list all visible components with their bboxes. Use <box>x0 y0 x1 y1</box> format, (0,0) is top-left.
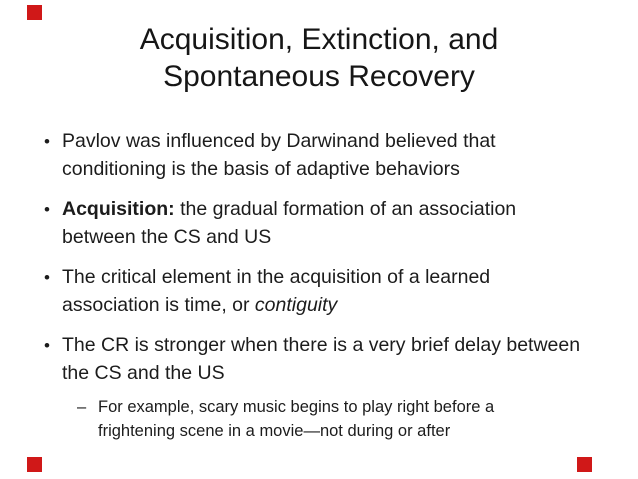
bullet-text: The CR is stronger when there is a very … <box>62 332 582 387</box>
bullet-text-segment: The CR is stronger when there is a very … <box>62 334 581 384</box>
bullet-text-segment: Pavlov was influenced by Darwinand belie… <box>62 130 496 180</box>
red-square-marker-bottom-left <box>27 457 42 472</box>
bullet-text-segment: the gradual formation of an association … <box>62 198 517 248</box>
slide-title: Acquisition, Extinction, and Spontaneous… <box>139 23 499 93</box>
bullet-text: The critical element in the acquisition … <box>62 264 582 319</box>
bullet-item: • The critical element in the acquisition… <box>44 264 592 319</box>
red-square-marker-top-left <box>27 5 42 20</box>
bullet-text-segment: For example, scary music begins to play … <box>98 398 495 440</box>
sub-bullet-item: –For example, scary music begins to play… <box>77 396 592 443</box>
bullet-list: • Pavlov was influenced by Darwinand beli… <box>44 128 592 443</box>
bullet-marker: • <box>44 132 50 151</box>
bullet-item: • Acquisition: the gradual formation of a… <box>44 196 592 251</box>
bullet-text-segment: contiguity <box>254 293 338 316</box>
bullet-marker: • <box>44 200 50 219</box>
bullet-text: Acquisition: the gradual formation of an… <box>62 196 582 251</box>
bullet-item: • The CR is stronger when there is a very… <box>44 332 592 387</box>
bullet-text: For example, scary music begins to play … <box>98 396 566 443</box>
bullet-item: • Pavlov was influenced by Darwinand beli… <box>44 128 592 183</box>
bullet-marker: • <box>44 268 50 287</box>
bullet-text-segment: Acquisition: <box>62 198 175 220</box>
bullet-text: Pavlov was influenced by Darwinand belie… <box>62 128 582 183</box>
red-square-marker-bottom-right <box>577 457 592 472</box>
bullet-marker: • <box>44 336 50 355</box>
bullet-text-segment: The critical element in the acquisition … <box>62 266 491 316</box>
dash-marker: – <box>77 398 87 416</box>
